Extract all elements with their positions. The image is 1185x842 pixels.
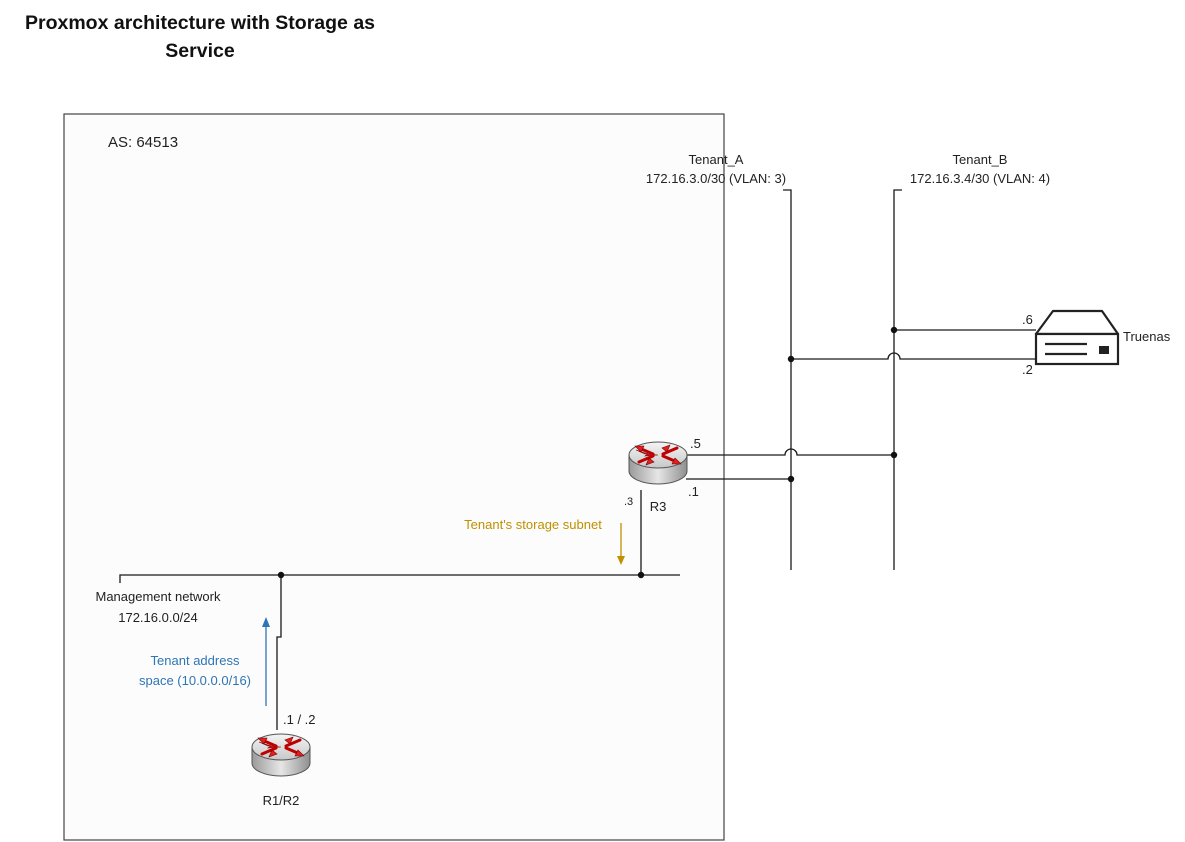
management-network-subnet: 172.16.0.0/24 xyxy=(118,610,198,625)
storage-subnet-label: Tenant's storage subnet xyxy=(464,517,602,532)
nas-storage-icon xyxy=(1034,309,1120,366)
diagram-title-line2: Service xyxy=(165,40,235,62)
truenas-link-tenant-a xyxy=(791,352,1036,360)
tenant-address-label-line2: space (10.0.0.0/16) xyxy=(139,673,251,688)
storage-subnet-arrowhead xyxy=(617,556,625,565)
junction-truenas-a xyxy=(787,355,795,363)
tenant-a-bus xyxy=(783,189,792,570)
r3-ip-tenant-b: .5 xyxy=(690,436,701,451)
junction-mgmt-r3 xyxy=(637,571,645,579)
r1r2-label: R1/R2 xyxy=(263,793,300,808)
as-label: AS: 64513 xyxy=(108,134,178,151)
truenas-ip-tenant-a: .2 xyxy=(1022,362,1033,377)
r1r2-ip-management: .1 / .2 xyxy=(283,712,316,727)
as-boundary-box xyxy=(63,113,725,841)
r1r2-link-management xyxy=(276,575,282,730)
tenant-address-label-line1: Tenant address xyxy=(151,653,240,668)
r3-link-tenant-b xyxy=(686,448,894,456)
management-network-name: Management network xyxy=(95,589,221,604)
r1r2-router-icon xyxy=(250,732,312,778)
tenant-a-name: Tenant_A xyxy=(689,152,744,167)
junction-r3-b xyxy=(890,451,898,459)
tenant-b-subnet: 172.16.3.4/30 (VLAN: 4) xyxy=(910,171,1050,186)
truenas-label: Truenas xyxy=(1123,329,1171,344)
r3-router-icon xyxy=(627,440,689,486)
diagram-title-line1: Proxmox architecture with Storage as xyxy=(25,12,375,34)
junction-r3-a xyxy=(787,475,795,483)
management-bus xyxy=(119,574,680,583)
r3-ip-tenant-a: .1 xyxy=(688,484,699,499)
r3-ip-management: .3 xyxy=(624,496,633,508)
truenas-ip-tenant-b: .6 xyxy=(1022,312,1033,327)
tenant-a-subnet: 172.16.3.0/30 (VLAN: 3) xyxy=(646,171,786,186)
tenant-address-arrowhead xyxy=(262,617,270,627)
junction-truenas-b xyxy=(890,326,898,334)
tenant-b-name: Tenant_B xyxy=(953,152,1008,167)
tenant-b-bus xyxy=(893,189,902,570)
r3-label: R3 xyxy=(650,499,667,514)
junction-mgmt-r1r2 xyxy=(277,571,285,579)
